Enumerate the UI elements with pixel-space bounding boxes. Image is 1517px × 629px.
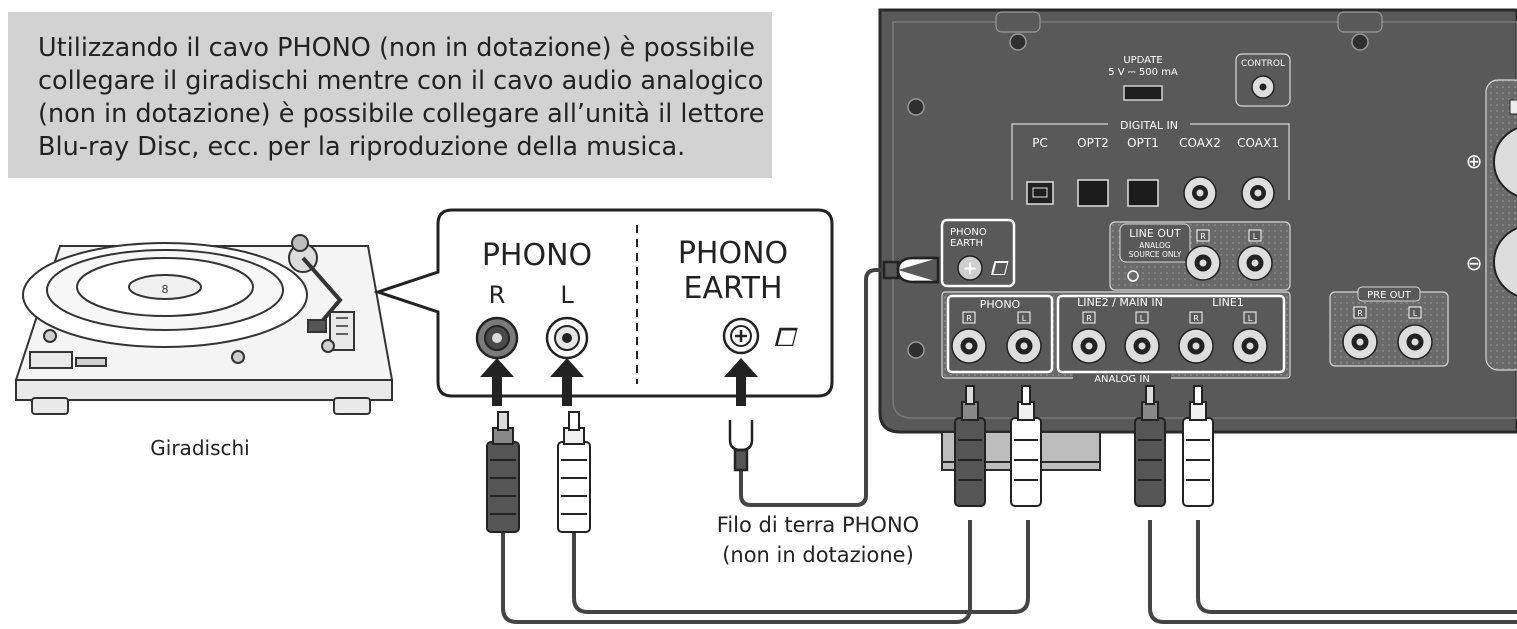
callout-phono-l-jack — [545, 316, 589, 360]
pre-out-l-jack[interactable] — [1397, 324, 1433, 360]
line-out-left-jack[interactable] — [1237, 245, 1273, 281]
speaker-minus-mark: ⊖ — [1466, 251, 1483, 275]
pre-out-r-jack[interactable] — [1342, 324, 1378, 360]
phono-r-mark: R — [966, 314, 972, 323]
port-label-opt2: OPT2 — [1077, 136, 1109, 150]
port-label-coax2: COAX2 — [1179, 136, 1221, 150]
line2-l-mark: L — [1140, 314, 1145, 323]
panel-line-plug-r — [1134, 385, 1166, 507]
pre-out-frame — [1329, 291, 1449, 367]
phono-rca-plug-r — [486, 411, 520, 533]
usb-update-port[interactable] — [1123, 85, 1163, 101]
intro-note-box: Utilizzando il cavo PHONO (non in dotazi… — [8, 12, 772, 178]
control-label: CONTROL — [1241, 59, 1285, 69]
port-label-opt1: OPT1 — [1127, 136, 1159, 150]
port-label-coax1: COAX1 — [1237, 136, 1279, 150]
line-out-label: LINE OUT — [1129, 227, 1181, 240]
arrows-into-callout — [480, 358, 758, 406]
update-spec: 5 V ⎓ 500 mA — [1108, 67, 1178, 78]
usb-pc-port[interactable] — [1026, 181, 1054, 205]
panel-phono-plug-l — [1010, 385, 1042, 507]
ground-fork-at-panel — [882, 256, 940, 284]
optical-port-1[interactable] — [1127, 179, 1159, 207]
line2-main-in-label: LINE2 / MAIN IN — [1077, 296, 1163, 309]
line1-l-jack[interactable] — [1232, 328, 1268, 364]
panel-screws — [907, 33, 1369, 359]
intro-note-text: Utilizzando il cavo PHONO (non in dotazi… — [38, 33, 765, 162]
line-input-frame — [1056, 294, 1286, 374]
coax-port-1[interactable] — [1241, 176, 1275, 210]
callout-earth-title-2: EARTH — [683, 271, 782, 306]
callout-phono-title: PHONO — [482, 238, 592, 273]
coax-port-2[interactable] — [1183, 176, 1217, 210]
panel-ground-symbol: ⧠ — [990, 256, 1009, 280]
line-out-l-mark: L — [1253, 232, 1258, 241]
pre-out-l-mark: L — [1413, 309, 1418, 318]
phono-earth-terminal[interactable]: + — [957, 255, 983, 281]
line-out-sub-1: ANALOG — [1139, 241, 1171, 250]
phono-r-jack[interactable] — [951, 328, 987, 364]
ground-wire-label-1: Filo di terra PHONO — [717, 513, 919, 537]
turntable-spindle-mark: 8 — [162, 283, 169, 296]
phono-earth-label-1: PHONO — [950, 227, 987, 238]
phono-rca-plug-l — [557, 411, 591, 533]
analog-in-label: ANALOG IN — [1094, 374, 1150, 385]
phono-l-mark: L — [1022, 314, 1027, 323]
callout-right-label: R — [489, 281, 506, 309]
pre-out-r-mark: R — [1357, 309, 1363, 318]
speaker-terminal-frame — [1485, 79, 1517, 371]
line-out-sub-2: SOURCE ONLY — [1129, 250, 1182, 259]
line-out-right-jack[interactable] — [1185, 245, 1221, 281]
callout-left-label: L — [560, 281, 574, 309]
ground-fork-connector — [728, 420, 754, 472]
panel-phono-plug-r — [954, 385, 986, 507]
port-label-pc: PC — [1032, 136, 1048, 150]
turntable-illustration: 8 — [14, 234, 394, 415]
amplifier-rear-panel: UPDATE 5 V ⎓ 500 mA CONTROL DIGITAL IN P… — [878, 8, 1517, 471]
phono-l-jack[interactable] — [1006, 328, 1042, 364]
pre-out-label: PRE OUT — [1367, 290, 1412, 301]
control-frame — [1235, 53, 1291, 107]
callout-phono-r-jack — [475, 316, 519, 360]
line2-r-jack[interactable] — [1071, 328, 1107, 364]
speaker-plus-mark: ⊕ — [1466, 149, 1483, 173]
line1-l-mark: L — [1248, 314, 1253, 323]
speaker-terminal-minus[interactable] — [1493, 226, 1517, 298]
line1-r-jack[interactable] — [1178, 328, 1214, 364]
line1-label: LINE1 — [1212, 296, 1244, 309]
turntable-label: Giradischi — [150, 436, 249, 460]
callout-earth-terminal — [722, 317, 760, 355]
phono-input-label: PHONO — [980, 298, 1021, 311]
panel-line-plug-l — [1182, 385, 1214, 507]
update-label: UPDATE — [1123, 55, 1162, 66]
phono-earth-frame — [940, 218, 1016, 288]
line1-r-mark: R — [1193, 314, 1199, 323]
phono-earth-label-2: EARTH — [950, 238, 983, 249]
svg-text:+: + — [962, 258, 977, 279]
cables — [501, 268, 1517, 624]
speaker-terminal-plus[interactable] — [1493, 126, 1517, 198]
line2-r-mark: R — [1086, 314, 1092, 323]
line-out-r-mark: R — [1200, 232, 1206, 241]
digital-in-label: DIGITAL IN — [1120, 119, 1178, 132]
ground-wire-label-2: (non in dotazione) — [722, 543, 914, 567]
line2-l-jack[interactable] — [1124, 328, 1160, 364]
optical-port-2[interactable] — [1077, 179, 1109, 207]
line-out-indicator — [1127, 270, 1139, 282]
callout-earth-title-1: PHONO — [678, 236, 788, 271]
